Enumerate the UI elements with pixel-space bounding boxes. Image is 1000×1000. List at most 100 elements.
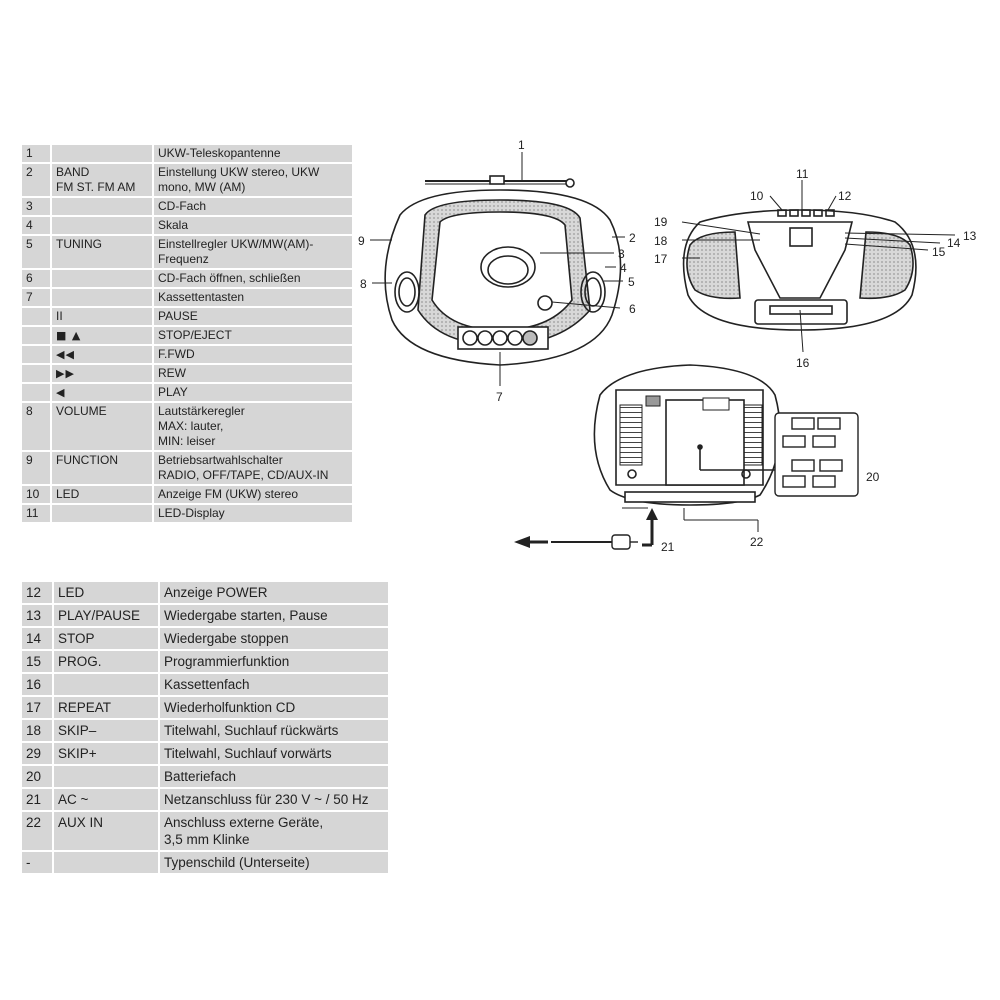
legend-description: Titelwahl, Suchlauf vorwärts [160, 743, 388, 764]
legend-number: 29 [22, 743, 54, 764]
callout-12: 12 [838, 189, 852, 203]
callout-3: 3 [618, 247, 625, 261]
legend-key: ■ ▲ [52, 327, 154, 344]
legend-key: PROG. [54, 651, 160, 672]
callout-22: 22 [750, 535, 764, 549]
legend-number: 6 [22, 270, 52, 287]
legend-key: ◀◀ [52, 346, 154, 363]
legend-description: Anzeige POWER [160, 582, 388, 603]
callout-9: 9 [358, 234, 365, 248]
legend-number: 14 [22, 628, 54, 649]
callout-1: 1 [518, 138, 525, 152]
legend-number [22, 384, 52, 401]
legend-description: CD-Fach [154, 198, 352, 215]
legend-number [22, 346, 52, 363]
legend-number: 3 [22, 198, 52, 215]
legend-key: AUX IN [54, 812, 160, 850]
legend-description: Wiedergabe starten, Pause [160, 605, 388, 626]
legend-description: Netzanschluss für 230 V ~ / 50 Hz [160, 789, 388, 810]
device-diagram: 1 2 3 4 5 6 7 8 9 10 11 12 13 14 15 16 1… [358, 138, 977, 554]
callout-5: 5 [628, 275, 635, 289]
bottom-view [593, 364, 781, 506]
callout-14: 14 [947, 236, 961, 250]
legend-description: Wiederholfunktion CD [160, 697, 388, 718]
legend-key: FUNCTION [52, 452, 154, 484]
legend-number: 17 [22, 697, 54, 718]
legend-number: 7 [22, 289, 52, 306]
legend-number: 10 [22, 486, 52, 503]
legend-description: LED-Display [154, 505, 352, 522]
legend-row: 6 CD-Fach öffnen, schließen [22, 270, 352, 287]
callout-2: 2 [629, 231, 636, 245]
legend-description: STOP/EJECT [154, 327, 352, 344]
callout-19: 19 [654, 215, 668, 229]
legend-key: ▶▶ [52, 365, 154, 382]
legend-key: ◀ [52, 384, 154, 401]
legend-description: Anschluss externe Geräte,3,5 mm Klinke [160, 812, 388, 850]
legend-row: 7 Kassettentasten [22, 289, 352, 306]
callout-6: 6 [629, 302, 636, 316]
callout-17: 17 [654, 252, 668, 266]
legend-number: 1 [22, 145, 52, 162]
legend-description: Wiedergabe stoppen [160, 628, 388, 649]
legend-key: STOP [54, 628, 160, 649]
legend-key [54, 674, 160, 695]
callout-4: 4 [620, 261, 627, 275]
legend-description: PLAY [154, 384, 352, 401]
legend-key: VOLUME [52, 403, 154, 450]
legend-row: ◀PLAY [22, 384, 352, 401]
legend-number [22, 327, 52, 344]
legend-key: TUNING [52, 236, 154, 268]
callout-10: 10 [750, 189, 764, 203]
callout-7: 7 [496, 390, 503, 404]
legend-number: 20 [22, 766, 54, 787]
legend-row: ◀◀F.FWD [22, 346, 352, 363]
legend-key: LED [52, 486, 154, 503]
legend-number: 21 [22, 789, 54, 810]
legend-description: Anzeige FM (UKW) stereo [154, 486, 352, 503]
legend-description: Kassettentasten [154, 289, 352, 306]
legend-number: 9 [22, 452, 52, 484]
legend-key: REPEAT [54, 697, 160, 718]
rear-callout-lines [681, 180, 956, 353]
legend-key: PLAY/PAUSE [54, 605, 160, 626]
legend-description: Typenschild (Unterseite) [160, 852, 388, 873]
callout-18: 18 [654, 234, 668, 248]
callout-20: 20 [866, 470, 880, 484]
legend-key: AC ~ [54, 789, 160, 810]
legend-number: 22 [22, 812, 54, 850]
callout-21: 21 [661, 540, 675, 554]
legend-key [52, 198, 154, 215]
legend-description: REW [154, 365, 352, 382]
legend-row: 1 UKW-Teleskopantenne [22, 145, 352, 162]
battery-detail [774, 412, 859, 497]
legend-description: UKW-Teleskopantenne [154, 145, 352, 162]
legend-description: Einstellregler UKW/MW(AM)-Frequenz [154, 236, 352, 268]
callout-15: 15 [932, 245, 946, 259]
legend-row: 20 Batteriefach [22, 766, 388, 787]
front-view [384, 175, 622, 366]
legend-description: Batteriefach [160, 766, 388, 787]
legend-number [22, 365, 52, 382]
legend-number: 13 [22, 605, 54, 626]
legend-number: 15 [22, 651, 54, 672]
legend-number: 8 [22, 403, 52, 450]
legend-number [22, 308, 52, 325]
legend-description: F.FWD [154, 346, 352, 363]
legend-description: CD-Fach öffnen, schließen [154, 270, 352, 287]
